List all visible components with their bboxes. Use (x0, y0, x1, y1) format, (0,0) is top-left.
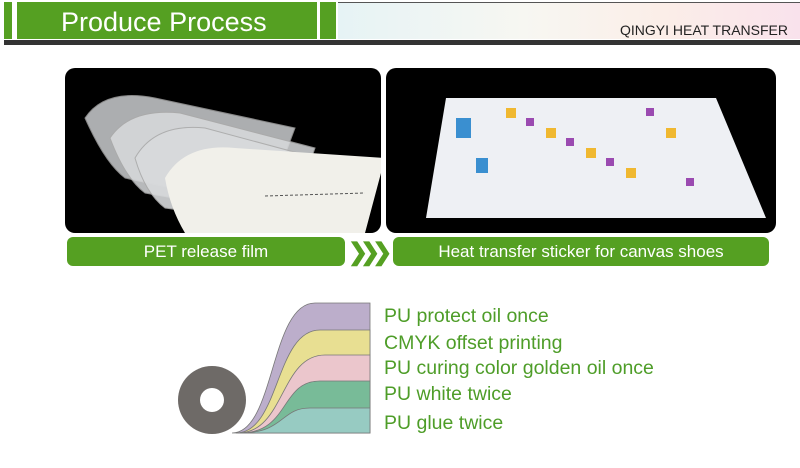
sticker-label: Heat transfer sticker for canvas shoes (393, 237, 769, 266)
layer-label-white: PU white twice (384, 383, 512, 405)
header-divider (4, 40, 800, 45)
layer-glue (239, 407, 371, 434)
layer-label-protect-oil: PU protect oil once (384, 305, 549, 327)
page-title: Produce Process (17, 2, 317, 39)
header-accent (4, 2, 12, 39)
layer-label-glue: PU glue twice (384, 412, 504, 434)
brand-name: QINGYI HEAT TRANSFER (619, 22, 788, 38)
header-banner (338, 2, 800, 39)
pet-film-label: PET release film (67, 237, 345, 266)
sticker-photo (386, 68, 776, 233)
layer-label-cmyk: CMYK offset printing (384, 332, 563, 354)
header-separator (318, 2, 336, 39)
layer-label-curing-oil: PU curing color golden oil once (384, 357, 654, 379)
pet-film-photo (65, 68, 381, 233)
